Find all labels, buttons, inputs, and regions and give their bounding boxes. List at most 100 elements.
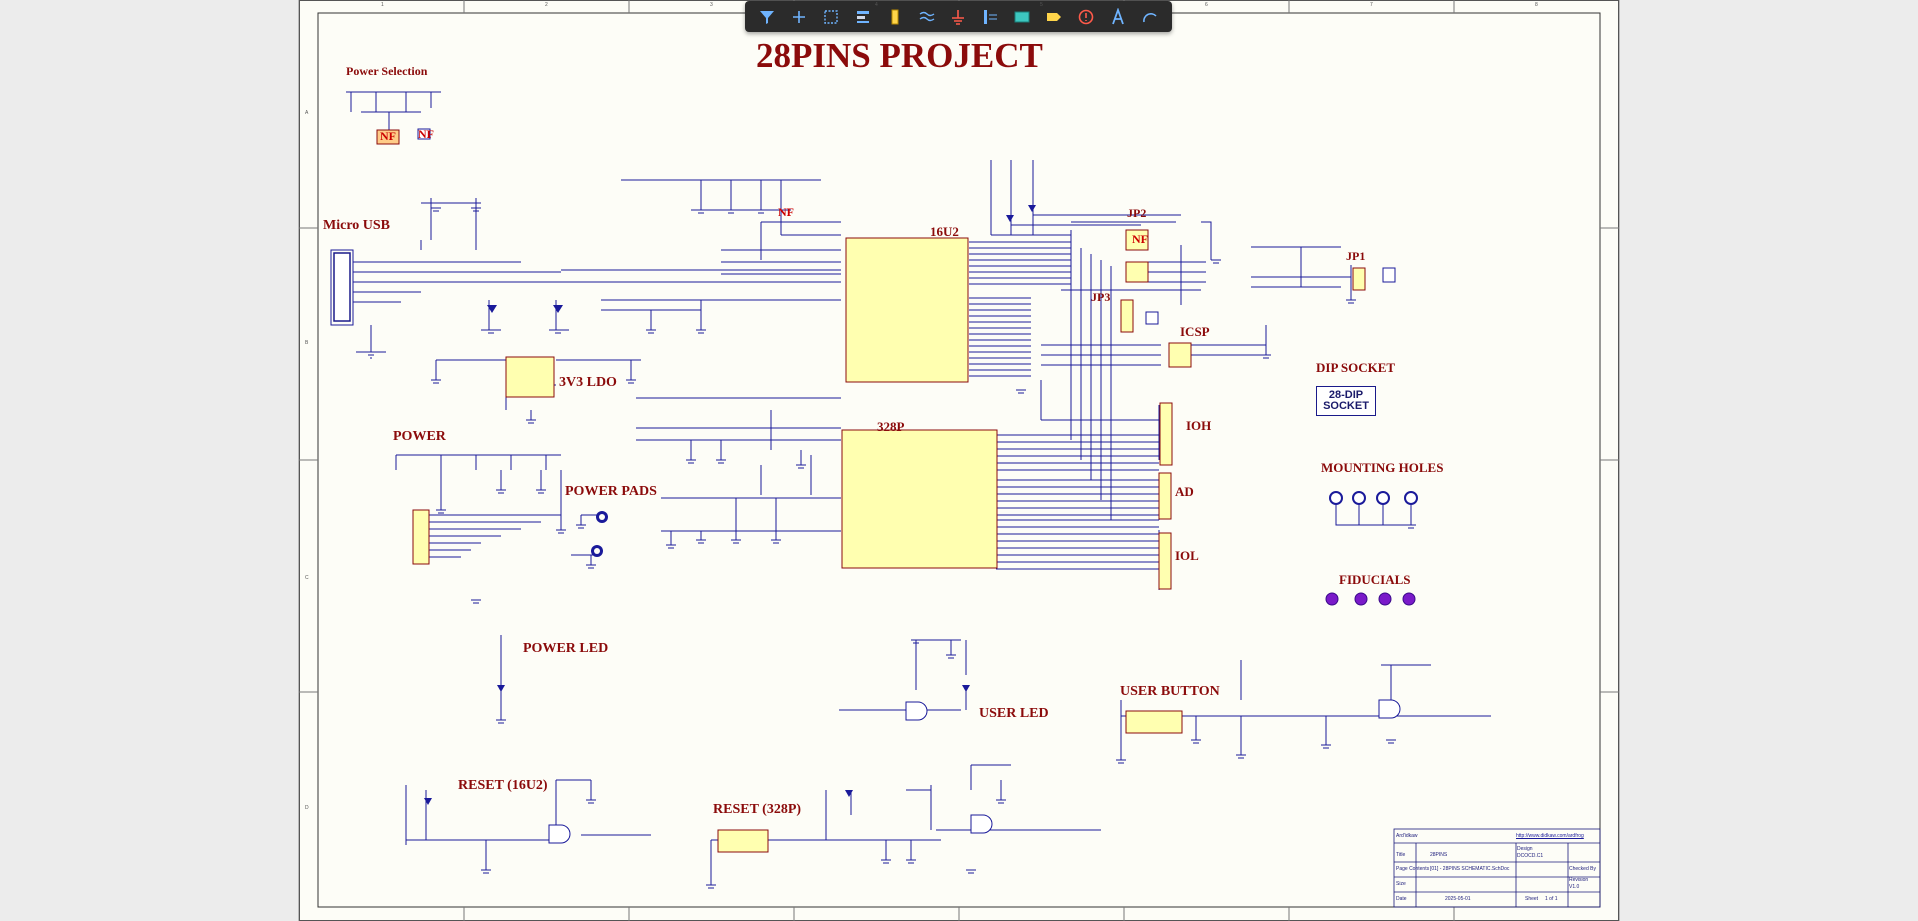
power-select-jumper[interactable] — [376, 129, 400, 145]
ioh-header[interactable] — [1159, 402, 1173, 466]
user-button-switch[interactable] — [1125, 710, 1183, 734]
section-icsp: ICSP — [1180, 324, 1210, 339]
section-3v3-ldo: 3V3 LDO — [559, 375, 617, 390]
tb-design-label: Design — [1517, 846, 1533, 852]
section-fiducials: FIDUCIALS — [1339, 572, 1411, 587]
bus-icon[interactable] — [979, 6, 1001, 28]
tb-date-label: Date — [1396, 896, 1407, 902]
fiducial-4[interactable] — [1402, 592, 1416, 606]
power-header[interactable] — [412, 509, 430, 565]
jp2-label: JP2 — [1127, 206, 1147, 220]
jp3-header[interactable] — [1120, 299, 1134, 333]
schematic-sheet[interactable] — [298, 0, 1620, 921]
wire-icon[interactable] — [916, 6, 938, 28]
tb-date-value: 2025-05-01 — [1445, 896, 1471, 902]
and-gate-reset-328p[interactable] — [970, 814, 993, 834]
filter-icon[interactable] — [756, 6, 778, 28]
tb-sheet-value: 1 of 1 — [1545, 896, 1558, 902]
row-marker-d: D — [305, 805, 309, 811]
ad-header[interactable] — [1158, 472, 1172, 520]
dip-socket-symbol[interactable]: 28-DIP SOCKET — [1316, 386, 1376, 416]
arc-icon[interactable] — [1139, 6, 1161, 28]
row-marker-c: C — [305, 575, 309, 581]
jp3-label: JP3 — [1091, 290, 1111, 304]
led-user-icon — [962, 685, 970, 692]
col-marker-3: 3 — [710, 2, 713, 8]
text-icon[interactable] — [1107, 6, 1129, 28]
mounting-hole-4[interactable] — [1404, 491, 1418, 505]
tb-url[interactable]: http://www.didkaw.com/ardfrog — [1516, 833, 1584, 839]
and-gate-user-led[interactable] — [905, 701, 928, 721]
section-mounting-holes: MOUNTING HOLES — [1321, 460, 1444, 475]
mounting-hole-3[interactable] — [1376, 491, 1390, 505]
component-icon[interactable] — [884, 6, 906, 28]
tb-page-contents-value: [01] - 28PINS SCHEMATIC.SchDoc — [1430, 866, 1510, 872]
col-marker-5: 5 — [1040, 2, 1043, 8]
mounting-hole-1[interactable] — [1329, 491, 1343, 505]
section-power: POWER — [393, 429, 446, 444]
jp1-label: JP1 — [1346, 249, 1366, 263]
ic-16u2-body[interactable] — [845, 237, 969, 383]
nf-mark-4: NF — [1132, 232, 1148, 246]
fiducial-2[interactable] — [1354, 592, 1368, 606]
fiducial-3[interactable] — [1378, 592, 1392, 606]
diode-reset-16u2-icon — [424, 798, 432, 805]
col-marker-4: 4 — [875, 2, 878, 8]
icsp-header[interactable] — [1168, 342, 1192, 368]
tb-revision-label: Revision — [1569, 877, 1589, 883]
col-marker-6: 6 — [1205, 2, 1208, 8]
col-marker-2: 2 — [545, 2, 548, 8]
schematic-canvas[interactable] — [299, 0, 1619, 921]
tb-design-value: DCOCD.C1 — [1517, 853, 1544, 859]
tb-revision-value: V1.0 — [1569, 884, 1580, 890]
and-gate-user-button[interactable] — [1378, 699, 1401, 719]
led-power-icon — [497, 685, 505, 692]
diode-reset-328p-icon — [845, 790, 853, 797]
section-user-button: USER BUTTON — [1120, 684, 1220, 699]
ldo-body[interactable] — [505, 356, 555, 398]
and-gate-reset-16u2[interactable] — [548, 824, 571, 844]
wire-layer — [330, 91, 1491, 885]
nf-mark-3: NF — [778, 205, 794, 219]
jp1-header[interactable] — [1352, 267, 1366, 291]
jp-x-header[interactable] — [1125, 261, 1149, 283]
net-label-icon[interactable] — [1043, 6, 1065, 28]
no-erc-icon[interactable] — [1075, 6, 1097, 28]
sheet-symbol-icon[interactable] — [1011, 6, 1033, 28]
micro-usb-connector[interactable] — [333, 252, 351, 322]
schematic-toolbar — [745, 1, 1172, 32]
tb-title-value: 28PINS — [1430, 852, 1448, 858]
led-tx-icon — [1006, 215, 1014, 222]
section-dip-socket: DIP SOCKET — [1316, 360, 1396, 375]
ground-symbols — [366, 207, 1416, 889]
row-marker-a: A — [305, 110, 309, 116]
led-rx-icon — [1028, 205, 1036, 212]
jp2-header[interactable] — [1125, 229, 1149, 251]
mounting-hole-2[interactable] — [1352, 491, 1366, 505]
title-block — [1393, 828, 1601, 908]
esd-diode-1-icon — [487, 305, 497, 313]
nf-mark-2: NF — [418, 127, 434, 141]
tb-company: Ard'idkaw — [1396, 833, 1418, 839]
section-power-pads: POWER PADS — [565, 484, 657, 499]
tb-size-label: Size — [1396, 881, 1406, 887]
section-micro-usb: Micro USB — [323, 218, 391, 233]
select-rect-icon[interactable] — [820, 6, 842, 28]
section-ioh: IOH — [1186, 418, 1212, 433]
link-box-b[interactable] — [1145, 311, 1159, 325]
fiducial-1[interactable] — [1325, 592, 1339, 606]
align-icon[interactable] — [852, 6, 874, 28]
section-reset-328p: RESET (328P) — [713, 802, 802, 817]
add-icon[interactable] — [788, 6, 810, 28]
col-marker-1: 1 — [381, 2, 384, 8]
ic-16u2-label: 16U2 — [930, 224, 959, 239]
reset-328p-switch[interactable] — [717, 829, 769, 853]
power-port-icon[interactable] — [947, 6, 969, 28]
section-user-led: USER LED — [979, 706, 1049, 721]
col-marker-7: 7 — [1370, 2, 1373, 8]
tb-checked-label: Checked By — [1569, 866, 1596, 872]
iol-header[interactable] — [1158, 532, 1172, 590]
link-box-c[interactable] — [1382, 267, 1396, 283]
link-box-a[interactable] — [417, 128, 431, 140]
ic-328p-body[interactable] — [841, 429, 998, 569]
